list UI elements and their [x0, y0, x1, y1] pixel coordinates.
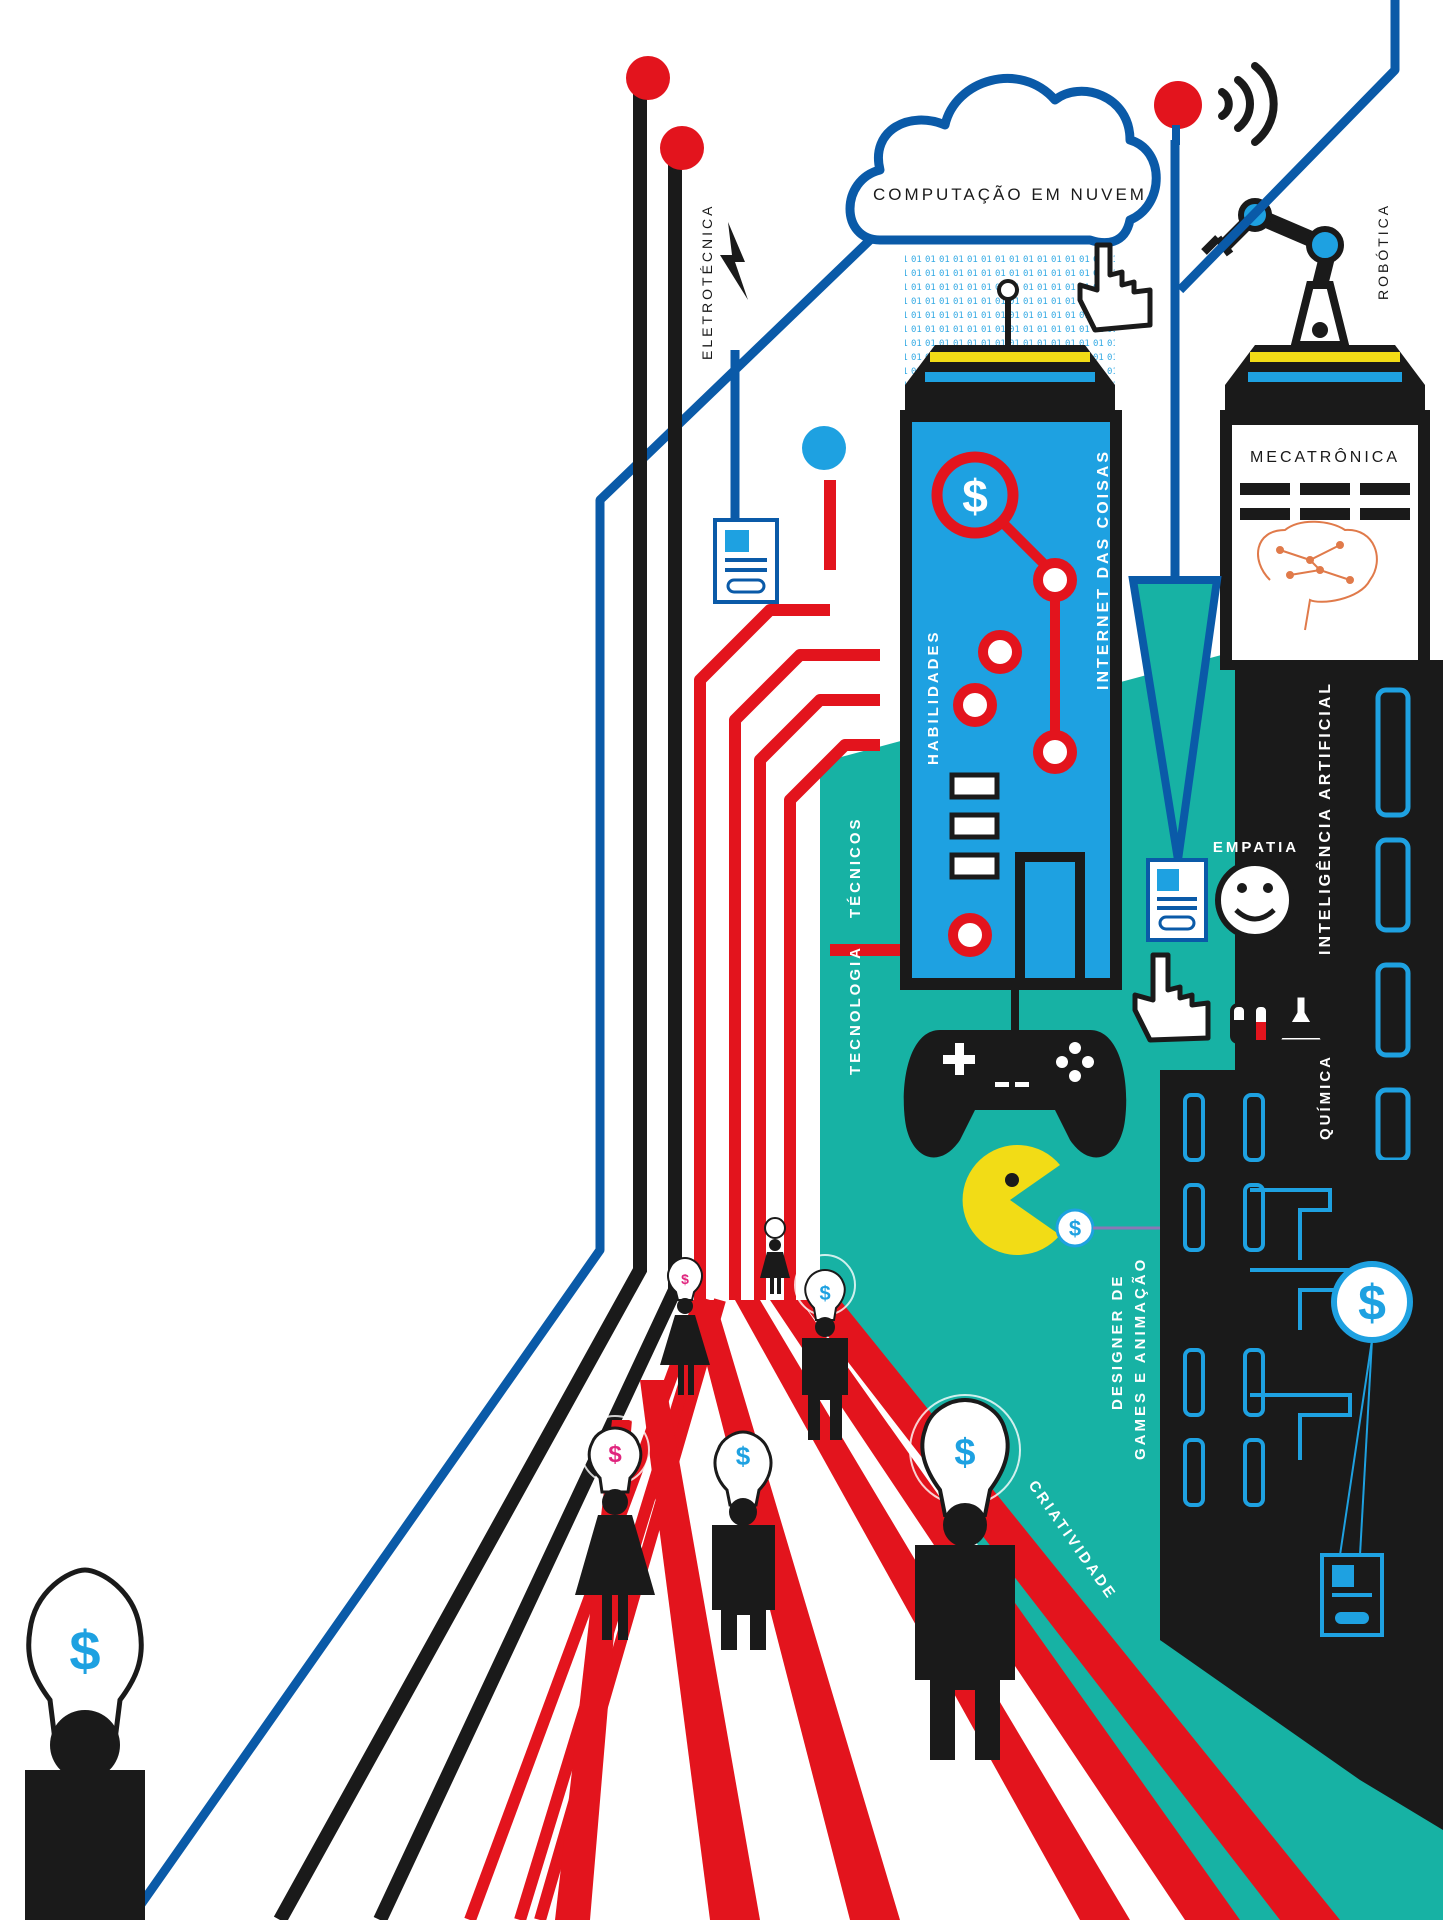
- game-controller-icon: [903, 978, 1127, 1158]
- mecatronica-building: [1220, 345, 1430, 670]
- lower-building-windows: [1183, 1093, 1352, 1507]
- dollar-coin-right: [1331, 1261, 1413, 1343]
- coin-right-dollar: $: [1358, 1275, 1386, 1331]
- blue-funnel: [1128, 576, 1222, 861]
- robot-arm-icon: [1201, 198, 1351, 349]
- label-cloud: COMPUTAÇÃO EM NUVEM: [873, 185, 1147, 204]
- person-man-small-dollar: $: [819, 1283, 830, 1305]
- person-woman-left: [575, 1415, 655, 1640]
- label-robotica: ROBÓTICA: [1375, 203, 1391, 300]
- person-medium-center-dollar: $: [736, 1441, 751, 1471]
- brain-icon: [1257, 520, 1378, 631]
- label-iot: INTERNET DAS COISAS: [1095, 449, 1112, 690]
- person-large-center-dollar: $: [954, 1432, 975, 1474]
- label-eletrotecnica: ELETROTÉCNICA: [699, 204, 715, 360]
- label-quimica: QUÍMICA: [1317, 1054, 1334, 1140]
- id-badge-icon-middle: [1146, 858, 1208, 942]
- id-badge-icon-top: [713, 518, 779, 604]
- person-medium-center: [712, 1430, 775, 1650]
- id-badge-icon-bottom: [1320, 1339, 1384, 1637]
- person-large-left-dollar: $: [69, 1619, 100, 1682]
- cloud-icon: [845, 73, 1161, 247]
- wifi-signal-icon: [1218, 62, 1278, 146]
- pointing-hand-icon-lab: [1132, 952, 1211, 1043]
- label-tecnicos: TÉCNICOS: [847, 816, 864, 918]
- pacman-dollar: $: [1069, 1216, 1081, 1241]
- person-large-center: [909, 1394, 1021, 1760]
- person-tiny: [760, 1217, 790, 1294]
- person-woman-small: [660, 1256, 710, 1395]
- flask-icon: [1274, 992, 1328, 1045]
- label-empatia: EMPATIA: [1213, 839, 1299, 856]
- circuit-nodes: [931, 451, 1077, 957]
- label-tecnologia: TECNOLOGIA: [847, 945, 864, 1075]
- test-tubes-icon: [1230, 1003, 1270, 1044]
- lightning-icon: [720, 222, 748, 300]
- blue-circuit-lines: [126, 0, 1400, 1923]
- smiley-icon: [1215, 860, 1295, 940]
- antenna-lamps: [626, 56, 1202, 470]
- person-woman-left-dollar: $: [608, 1441, 622, 1468]
- label-designer-line1: DESIGNER DE: [1109, 1274, 1126, 1410]
- label-designer-line2: GAMES E ANIMAÇÃO: [1131, 1257, 1149, 1460]
- label-ia: INTELIGÊNCIA ARTIFICIAL: [1315, 681, 1334, 955]
- iot-dollar: $: [962, 470, 988, 522]
- pointing-hand-icon-cloud: [1077, 242, 1153, 333]
- person-large-left: [25, 1567, 145, 1920]
- label-mecatronica: MECATRÔNICA: [1250, 447, 1400, 466]
- person-man-small: [794, 1254, 856, 1440]
- label-habilidades: HABILIDADES: [925, 629, 942, 765]
- person-woman-small-dollar: $: [681, 1271, 689, 1287]
- pacman-icon: [962, 1145, 1160, 1255]
